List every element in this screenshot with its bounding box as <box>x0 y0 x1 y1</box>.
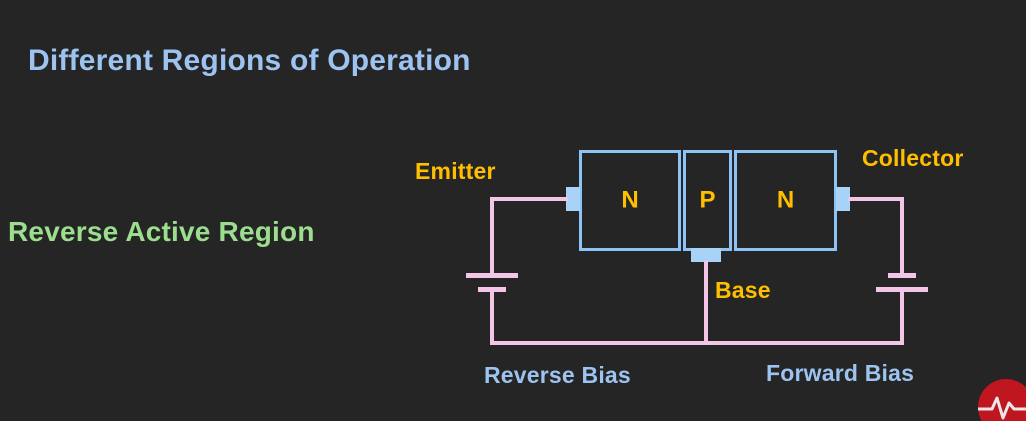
base-label: Base <box>715 277 771 303</box>
right-battery-plate-short <box>888 273 916 278</box>
region-of-operation-label: Reverse Active Region <box>8 216 315 247</box>
npn-region-base: P <box>683 150 732 251</box>
npn-region-emitter: N <box>579 150 681 251</box>
wire-collector-down <box>900 197 904 277</box>
forward-bias-label: Forward Bias <box>766 360 915 386</box>
wire-base-down <box>704 261 708 345</box>
emitter-contact-tab <box>566 187 580 211</box>
reverse-bias-label: Reverse Bias <box>484 362 631 388</box>
page-title: Different Regions of Operation <box>28 44 471 77</box>
emitter-label: Emitter <box>415 158 496 184</box>
left-battery-plate-long <box>466 273 518 278</box>
region-letter-n-collector: N <box>776 185 795 213</box>
wire-collector-horizontal <box>848 197 904 201</box>
heartbeat-pulse-icon <box>978 379 1026 421</box>
wire-right-battery-down <box>900 288 904 345</box>
wire-bottom-rail <box>490 341 904 345</box>
wire-left-battery-down <box>490 288 494 345</box>
wire-emitter-horizontal <box>490 197 568 201</box>
wire-emitter-down <box>490 197 494 277</box>
base-contact-tab <box>691 248 721 262</box>
npn-region-collector: N <box>734 150 837 251</box>
region-letter-n-emitter: N <box>621 185 639 213</box>
collector-label: Collector <box>862 145 964 171</box>
region-letter-p-base: P <box>699 185 716 213</box>
collector-contact-tab <box>836 187 850 211</box>
